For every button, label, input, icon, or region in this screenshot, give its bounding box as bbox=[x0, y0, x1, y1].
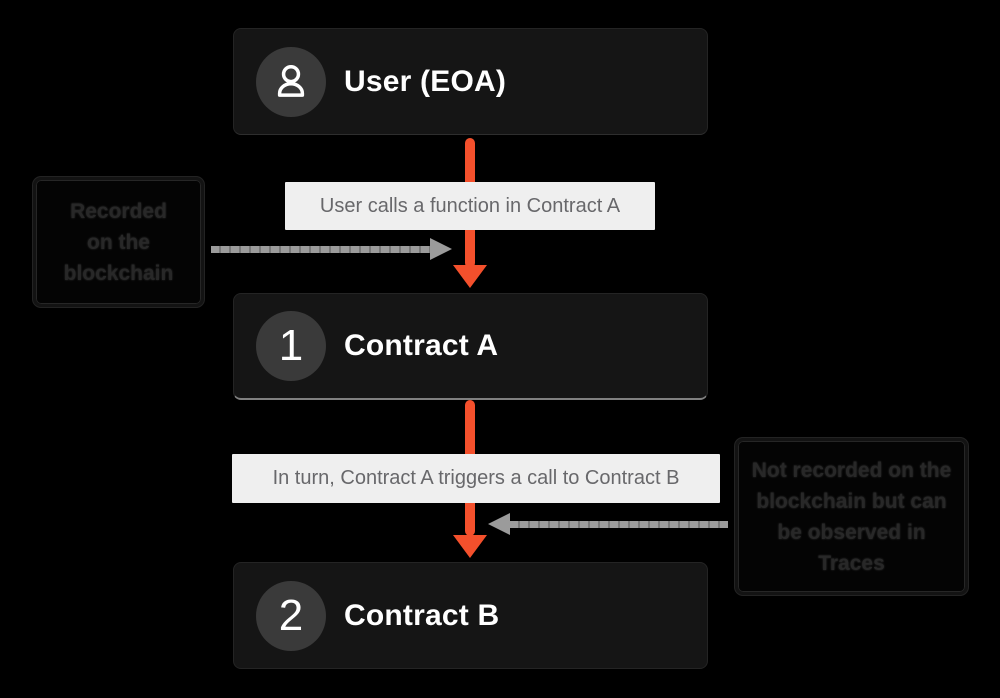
contract-b-badge-circle: 2 bbox=[256, 580, 326, 651]
annotation-line: Not recorded on the bbox=[751, 458, 952, 482]
annotation-line: be observed in bbox=[777, 520, 926, 544]
annotation-line: Traces bbox=[818, 551, 885, 575]
node-contract-a-label: Contract A bbox=[344, 329, 499, 362]
annotation-not-recorded-traces: Not recorded on the blockchain but can b… bbox=[735, 438, 968, 595]
annotation-line: on the bbox=[87, 230, 150, 254]
node-user-eoa: User (EOA) bbox=[233, 28, 708, 135]
gray-arrow-left-shaft bbox=[211, 246, 430, 253]
node-user-label: User (EOA) bbox=[344, 64, 507, 98]
gray-arrow-right-head bbox=[488, 513, 510, 535]
contract-a-badge-circle: 1 bbox=[256, 311, 326, 381]
annotation-line: blockchain bbox=[63, 261, 174, 285]
gray-arrow-left-head bbox=[430, 238, 452, 260]
contract-b-badge-number: 2 bbox=[278, 590, 304, 640]
node-contract-a: 1 Contract A bbox=[233, 293, 708, 400]
annotation-line: Recorded bbox=[70, 199, 167, 223]
node-contract-b-label: Contract B bbox=[344, 598, 500, 632]
person-icon bbox=[277, 64, 305, 97]
annotation-line: blockchain but can bbox=[756, 489, 947, 513]
edge-label-user-call: User calls a function in Contract A bbox=[285, 182, 655, 230]
edge-label-contract-a-call: In turn, Contract A triggers a call to C… bbox=[232, 454, 720, 503]
user-avatar-circle bbox=[256, 46, 326, 117]
annotation-recorded-on-chain: Recorded on the blockchain bbox=[33, 177, 204, 307]
arrowhead-user-to-contract-a bbox=[453, 265, 487, 288]
arrowhead-contract-a-to-contract-b bbox=[453, 535, 487, 558]
node-contract-b: 2 Contract B bbox=[233, 562, 708, 669]
contract-a-badge-number: 1 bbox=[278, 321, 304, 370]
gray-arrow-right-shaft bbox=[510, 521, 728, 528]
